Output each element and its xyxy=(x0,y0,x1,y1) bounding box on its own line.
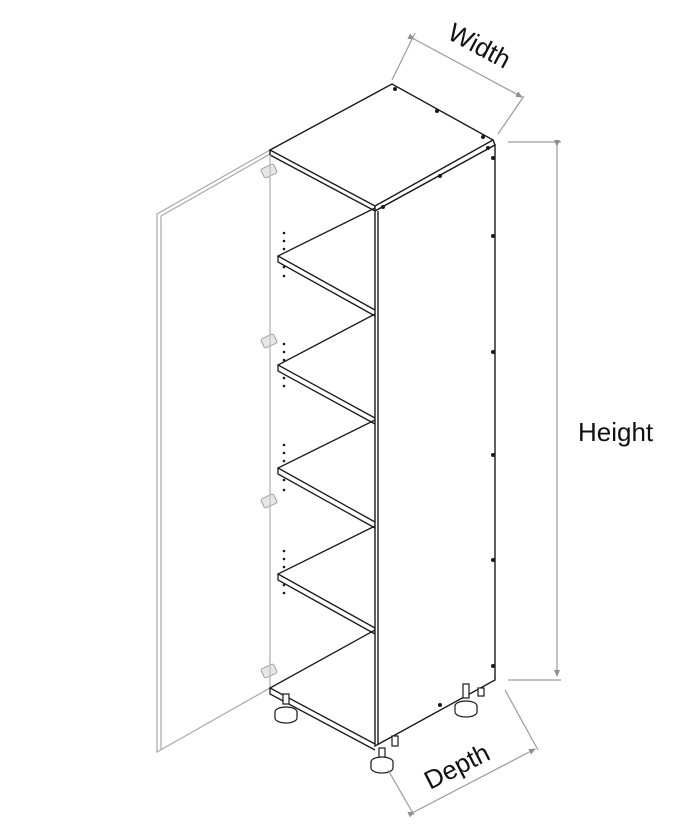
shelf xyxy=(276,207,376,317)
shelf-pin-holes xyxy=(282,231,286,595)
hinge-icons xyxy=(260,163,278,679)
leveling-legs xyxy=(274,683,485,774)
shelf xyxy=(276,419,376,529)
depth-dimension xyxy=(387,689,539,818)
height-label: Height xyxy=(578,417,654,447)
fastener-dots xyxy=(381,87,495,707)
hinge-icon xyxy=(260,493,278,509)
depth-label: Depth xyxy=(419,737,494,795)
leg-icon xyxy=(370,747,394,774)
cabinet-body xyxy=(268,83,496,748)
hinge-icon xyxy=(260,163,278,179)
width-dimension xyxy=(391,32,525,135)
height-dimension xyxy=(508,140,561,681)
width-label: Width xyxy=(443,17,516,75)
shelf xyxy=(276,313,376,425)
bottom-panel xyxy=(268,629,376,751)
hinge-icon xyxy=(260,663,278,679)
leg-icon xyxy=(454,683,478,718)
leg-icon xyxy=(274,693,298,724)
hinge-icon xyxy=(260,333,278,349)
shelves xyxy=(268,207,376,751)
door xyxy=(156,148,271,754)
shelf xyxy=(276,525,376,635)
